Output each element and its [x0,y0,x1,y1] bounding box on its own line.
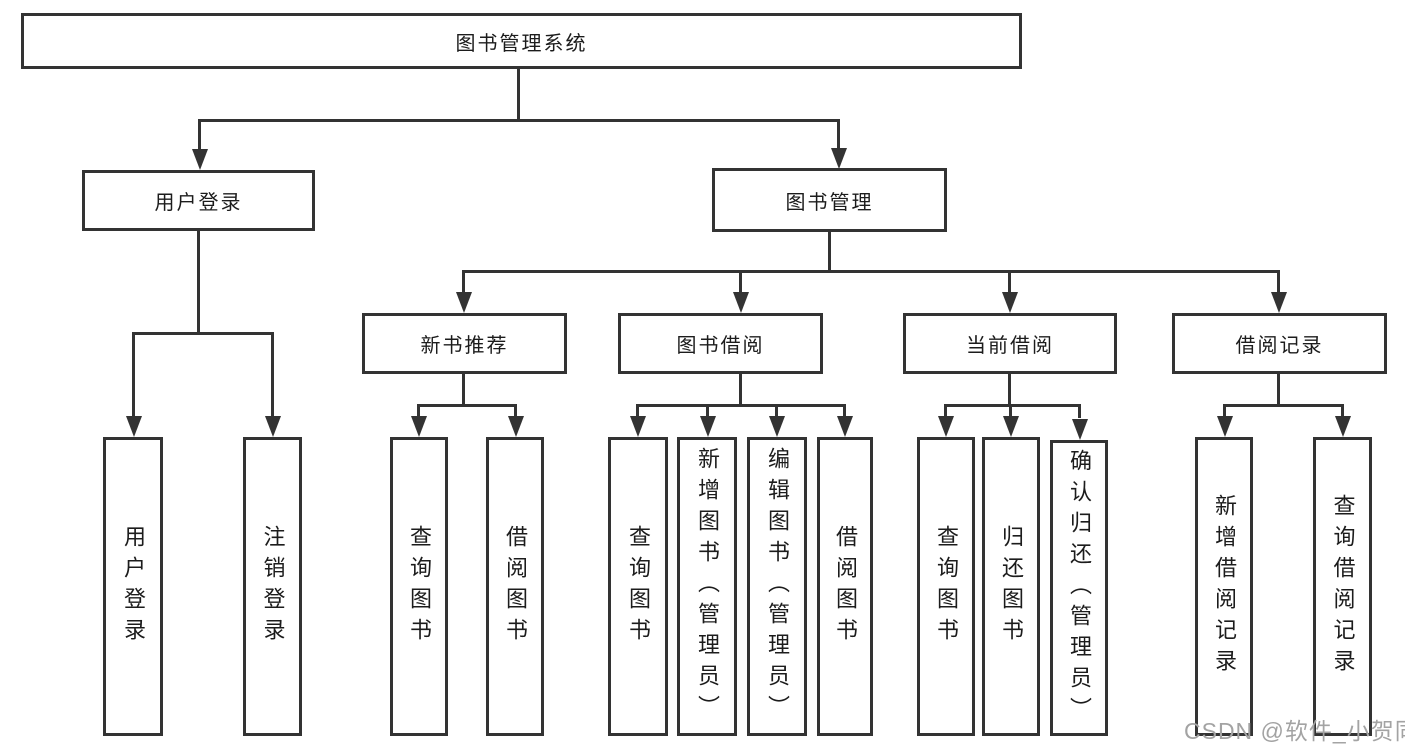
arrowhead [508,416,524,437]
connector-line [1341,404,1344,418]
connector-line [517,69,520,122]
arrowhead [456,292,472,313]
arrowhead [1271,292,1287,313]
leaf-add-borrow-record: 新增借阅记录 [1195,437,1253,736]
connector-line [1008,270,1011,296]
connector-line [132,332,274,335]
arrowhead [126,416,142,437]
csdn-watermark: CSDN @软件_小贺同学 [1184,718,1405,744]
leaf-confirm-return-admin: 确认归还（管理员） [1050,440,1108,736]
node-label: 图书管理 [785,191,874,214]
connector-line [417,404,517,407]
arrowhead [837,416,853,437]
connector-line [775,404,778,418]
connector-line [636,404,846,407]
connector-line [944,404,947,418]
arrowhead [1335,416,1351,437]
arrowhead [769,416,785,437]
leaf-edit-book-admin: 编辑图书（管理员） [747,437,807,736]
node-label: 用户登录 [121,524,146,649]
leaf-query-books-recommend: 查询图书 [390,437,448,736]
node-label: 新增借阅记录 [1212,493,1237,680]
connector-line [843,404,846,418]
node-new-book-recommend: 新书推荐 [362,313,567,374]
node-library-system: 图书管理系统 [21,13,1022,69]
arrowhead [265,416,281,437]
node-book-management: 图书管理 [712,168,947,232]
connector-line [417,404,420,418]
leaf-query-borrow-record: 查询借阅记录 [1313,437,1372,736]
node-label: 查询图书 [407,524,432,649]
arrowhead [1003,416,1019,437]
leaf-borrow-books-borrowing: 借阅图书 [817,437,873,736]
connector-line [1008,374,1011,407]
connector-line [197,231,200,335]
connector-line [198,119,840,122]
connector-line [739,270,742,296]
arrowhead [1072,419,1088,440]
arrowhead [938,416,954,437]
leaf-add-book-admin: 新增图书（管理员） [677,437,737,736]
node-label: 编辑图书（管理员） [765,447,790,726]
leaf-logout: 注销登录 [243,437,302,736]
connector-line [198,119,201,152]
node-label: 当前借阅 [966,335,1054,357]
connector-line [739,374,742,407]
connector-line [462,270,465,296]
node-label: 查询借阅记录 [1330,493,1356,680]
leaf-query-books-current: 查询图书 [917,437,975,736]
node-label: 图书管理系统 [455,32,588,55]
node-label: 确认归还（管理员） [1067,448,1092,728]
connector-line [271,332,274,418]
node-label: 用户登录 [154,192,243,214]
node-label: 借阅记录 [1235,335,1324,357]
node-user-login: 用户登录 [82,170,315,231]
node-label: 查询图书 [934,524,959,649]
connector-line [837,119,840,152]
connector-line [1009,404,1012,418]
leaf-query-books-borrowing: 查询图书 [608,437,668,736]
connector-line [706,404,709,418]
connector-line [462,374,465,407]
node-label: 新书推荐 [420,335,509,357]
connector-line [1277,374,1280,407]
connector-line [636,404,639,418]
arrowhead [1002,292,1018,313]
leaf-user-login: 用户登录 [103,437,163,736]
node-label: 注销登录 [260,524,286,649]
arrowhead [700,416,716,437]
node-label: 借阅图书 [833,524,858,649]
connector-line [514,404,517,418]
connector-line [1078,404,1081,418]
node-label: 归还图书 [999,524,1024,649]
connector-line [132,332,135,418]
arrowhead [192,149,208,170]
connector-line [944,404,1081,407]
connector-line [1277,270,1280,296]
node-borrowing-records: 借阅记录 [1172,313,1387,374]
connector-line [1223,404,1226,418]
node-label: 查询图书 [626,524,651,649]
node-label: 借阅图书 [503,524,528,649]
leaf-return-books: 归还图书 [982,437,1040,736]
connector-line [1223,404,1344,407]
node-label: 图书借阅 [676,335,765,357]
arrowhead [831,148,847,169]
node-current-borrowing: 当前借阅 [903,313,1117,374]
leaf-borrow-books-recommend: 借阅图书 [486,437,544,736]
arrowhead [411,416,427,437]
arrowhead [630,416,646,437]
arrowhead [1217,416,1233,437]
connector-line [828,232,831,273]
node-label: 新增图书（管理员） [695,447,720,726]
node-book-borrowing: 图书借阅 [618,313,823,374]
arrowhead [733,292,749,313]
connector-line [462,270,1280,273]
